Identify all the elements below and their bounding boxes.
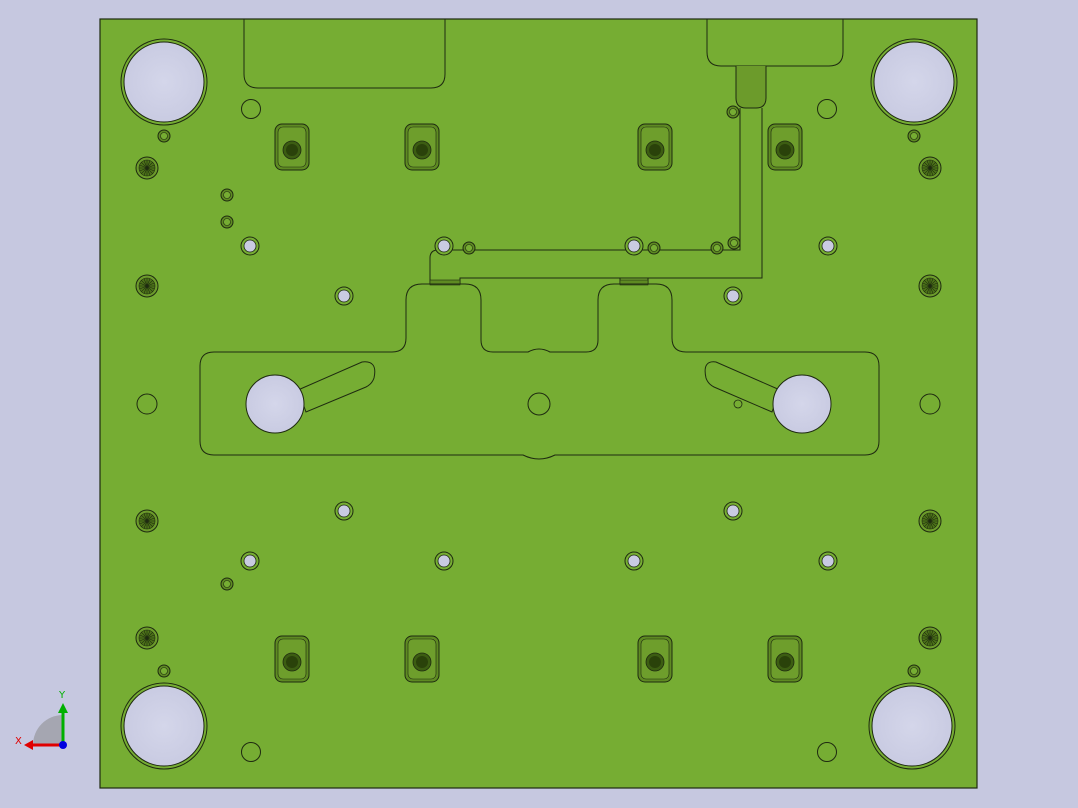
right-slot xyxy=(704,361,781,413)
coordinate-triad-icon[interactable]: Y X xyxy=(15,690,68,750)
left-cavity-hole xyxy=(245,374,305,434)
top-right-recess xyxy=(706,19,844,67)
guide-pillar-holes xyxy=(120,38,958,770)
central-cavity xyxy=(199,283,880,460)
left-slot xyxy=(297,361,376,413)
triad-y-label: Y xyxy=(58,690,66,701)
sprue-hole xyxy=(527,392,551,416)
mold-plate[interactable] xyxy=(99,18,978,789)
triad-x-label: X xyxy=(15,736,22,747)
runner-channel xyxy=(735,66,767,109)
right-cavity-hole xyxy=(772,374,832,434)
top-left-recess xyxy=(243,19,446,89)
